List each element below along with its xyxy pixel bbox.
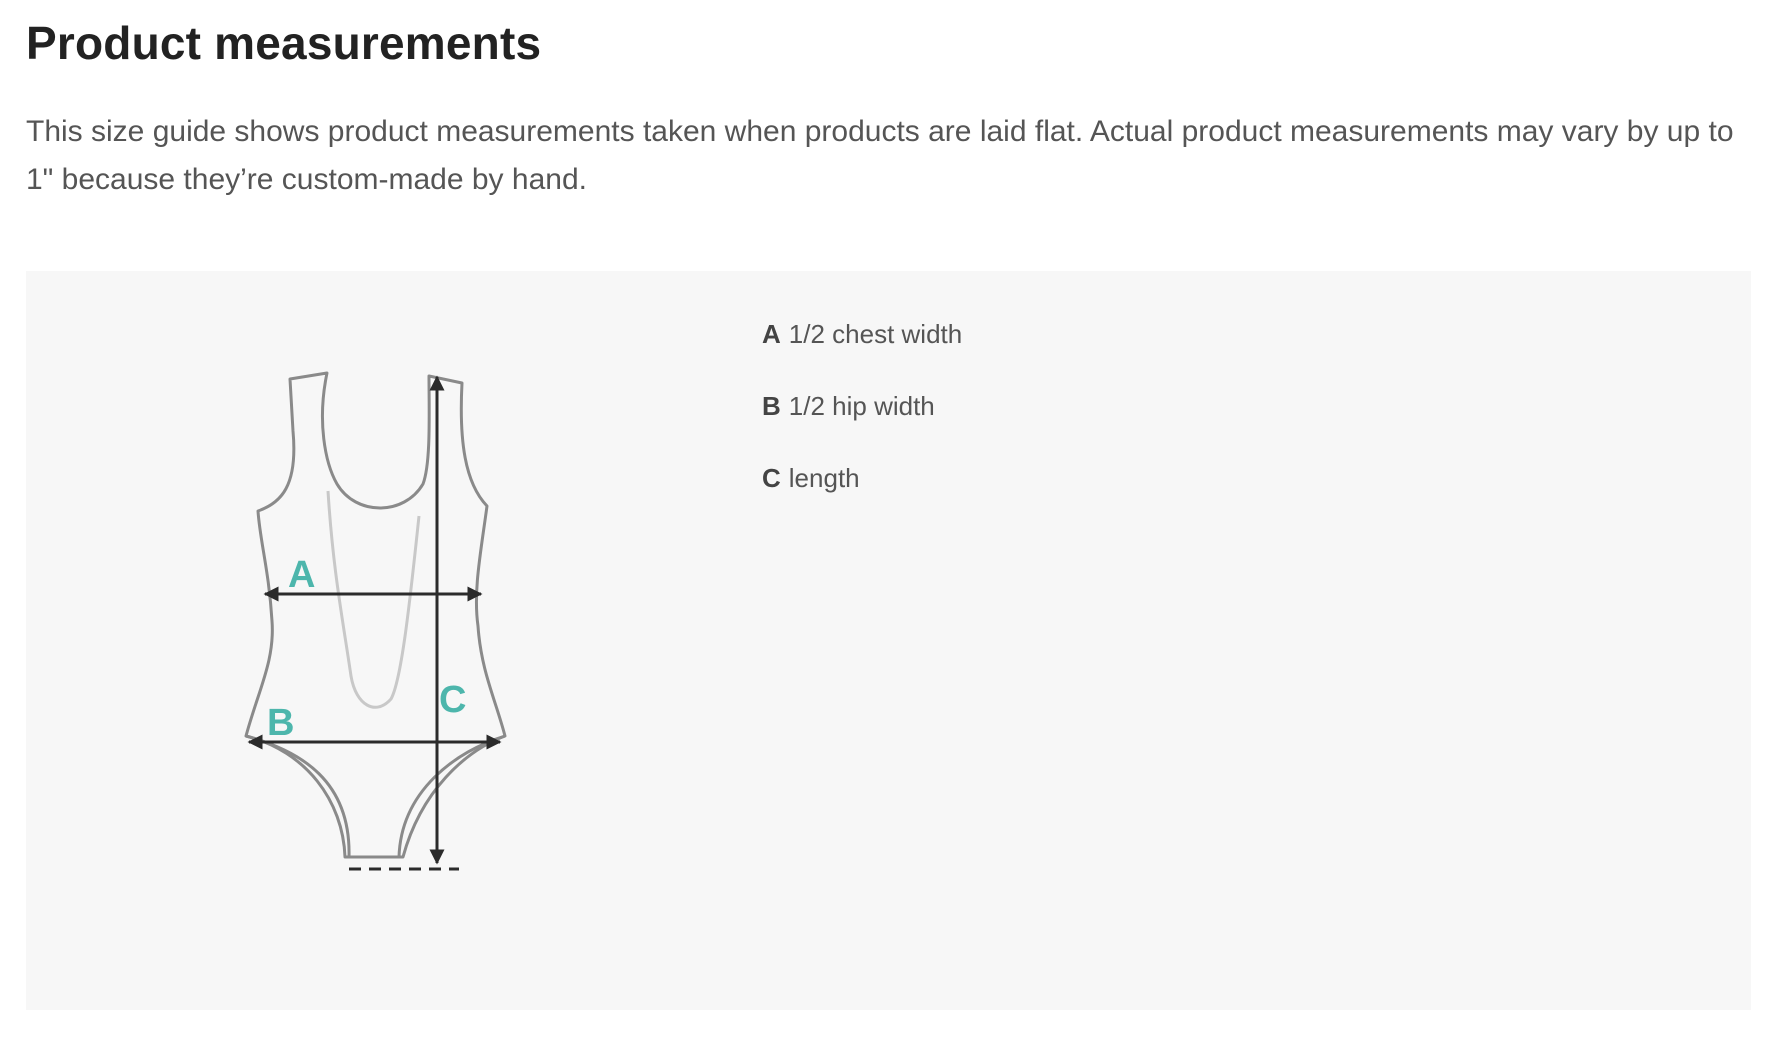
legend-text: length [788, 463, 860, 493]
page-title: Product measurements [26, 17, 542, 69]
swimsuit-measurement-diagram: A B C [244, 371, 507, 871]
legend-letter: A [762, 319, 781, 349]
size-guide-description: This size guide shows product measuremen… [26, 115, 1734, 196]
back-neckline-line [326, 490, 421, 709]
legend-letter: C [762, 463, 781, 493]
legend-text: 1/2 chest width [788, 319, 963, 349]
length-label: C [439, 679, 466, 721]
legend-text: 1/2 hip width [788, 391, 935, 421]
legend-letter: B [762, 391, 781, 421]
right-leg-opening [397, 734, 506, 858]
chest-width-label: A [288, 554, 315, 596]
hip-width-label: B [267, 702, 294, 744]
left-leg-opening [245, 734, 351, 858]
swimsuit-outline [244, 371, 507, 859]
